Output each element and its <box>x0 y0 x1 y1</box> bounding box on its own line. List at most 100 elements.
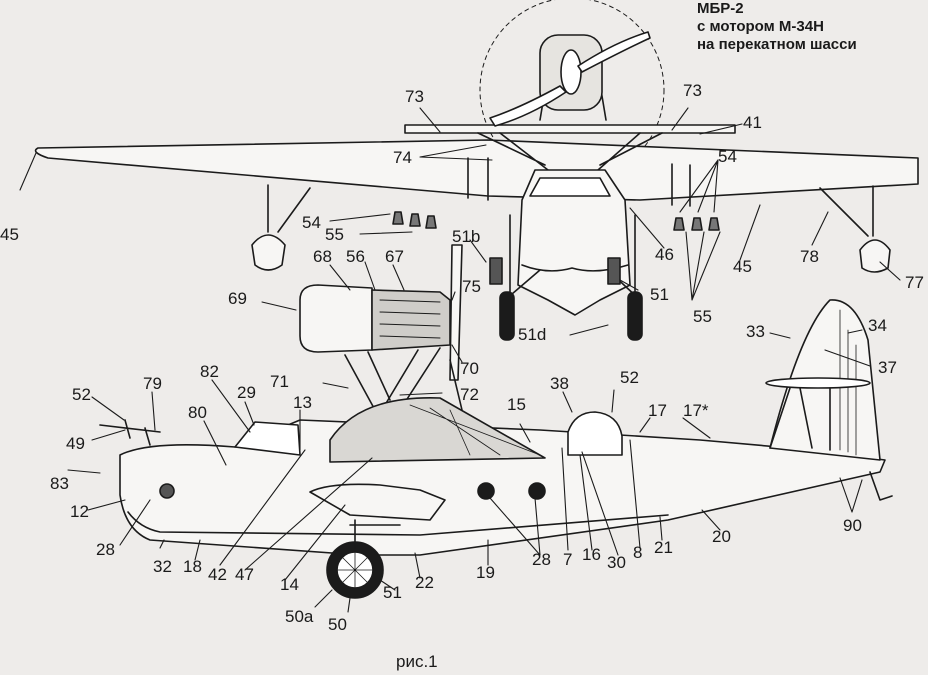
callout-label: 83 <box>50 474 69 493</box>
callout-label: 72 <box>460 385 479 404</box>
callout-label: 77 <box>905 273 924 292</box>
front-gear-shock-left <box>489 257 503 285</box>
front-hull-windscreen <box>529 177 611 197</box>
callout-label: 28 <box>532 550 551 569</box>
leader-lines <box>19 107 901 613</box>
engine-radiator-side <box>299 284 373 353</box>
callout-label: 15 <box>507 395 526 414</box>
callout-label: 73 <box>405 87 424 106</box>
callout-label: 18 <box>183 557 202 576</box>
side-turret <box>567 411 623 456</box>
callout-label: 54 <box>302 213 321 232</box>
callout-label: 55 <box>325 225 344 244</box>
callout-label: 19 <box>476 563 495 582</box>
front-wheel-left <box>499 291 515 341</box>
front-bombs-right <box>673 217 720 231</box>
callout-label: 17* <box>683 401 709 420</box>
callout-label: 45 <box>733 257 752 276</box>
callout-label: 55 <box>693 307 712 326</box>
callout-label: 38 <box>550 374 569 393</box>
side-wing-hatch <box>409 404 541 456</box>
callout-label: 50 <box>328 615 347 634</box>
front-bombs-left <box>392 211 437 229</box>
callout-label: 74 <box>393 148 412 167</box>
callout-label: 46 <box>655 245 674 264</box>
callout-label: 8 <box>633 543 642 562</box>
front-upper-bar <box>404 124 736 134</box>
callout-label: 7 <box>563 550 572 569</box>
front-engine-spinner <box>560 49 582 95</box>
side-wing-root <box>329 397 546 463</box>
side-view <box>99 299 893 599</box>
front-gear-shock-right <box>607 257 621 285</box>
callout-label: 14 <box>280 575 299 594</box>
front-left-float <box>251 234 286 271</box>
porthole-front <box>159 483 175 499</box>
callout-label: 28 <box>96 540 115 559</box>
callout-label: 49 <box>66 434 85 453</box>
callout-labels: 73 73 41 74 54 45 54 55 51b 46 45 78 77 … <box>0 81 924 634</box>
callout-label: 70 <box>460 359 479 378</box>
callout-label: 82 <box>200 362 219 381</box>
side-tail-struts <box>769 387 831 451</box>
callout-label: 68 <box>313 247 332 266</box>
callout-label: 32 <box>153 557 172 576</box>
callout-label: 56 <box>346 247 365 266</box>
front-left-float-strut <box>267 184 311 233</box>
callout-label: 33 <box>746 322 765 341</box>
engine-block <box>371 289 451 351</box>
front-wheel-right <box>627 291 643 341</box>
callout-label: 45 <box>0 225 19 244</box>
callout-label: 51 <box>650 285 669 304</box>
side-float <box>309 483 446 521</box>
callout-label: 41 <box>743 113 762 132</box>
callout-label: 20 <box>712 527 731 546</box>
porthole-mid-2 <box>528 482 546 500</box>
callout-label: 12 <box>70 502 89 521</box>
callout-label: 42 <box>208 565 227 584</box>
callout-label: 22 <box>415 573 434 592</box>
callout-label: 30 <box>607 553 626 572</box>
side-gear-leg <box>349 519 401 549</box>
callout-label: 37 <box>878 358 897 377</box>
callout-label: 34 <box>868 316 887 335</box>
engine-block-detail <box>379 299 441 339</box>
front-view <box>34 0 919 341</box>
side-nose-gun <box>99 419 161 446</box>
front-main-wing <box>34 139 919 201</box>
callout-label: 51b <box>452 227 480 246</box>
callout-label: 80 <box>188 403 207 422</box>
diagram-title: МБР-2 с мотором М-34Н на перекатном шасс… <box>697 0 857 54</box>
figure-caption: рис.1 <box>396 652 438 671</box>
callout-label: 51 <box>383 583 402 602</box>
engine-detail <box>299 244 463 411</box>
callout-label: 67 <box>385 247 404 266</box>
side-wheel-spokes <box>336 551 374 589</box>
callout-label: 52 <box>72 385 91 404</box>
callout-label: 69 <box>228 289 247 308</box>
front-wing-struts <box>467 157 691 207</box>
callout-label: 78 <box>800 247 819 266</box>
front-landing-gear <box>504 214 641 301</box>
side-tailplane <box>765 377 871 389</box>
callout-label: 16 <box>582 545 601 564</box>
front-propeller <box>489 31 651 127</box>
porthole-mid-1 <box>477 482 495 500</box>
callout-label: 71 <box>270 372 289 391</box>
callout-label: 75 <box>462 277 481 296</box>
callout-label: 51d <box>518 325 546 344</box>
callout-label: 21 <box>654 538 673 557</box>
callout-label: 73 <box>683 81 702 100</box>
front-hull <box>517 169 631 316</box>
callout-label: 79 <box>143 374 162 393</box>
front-cabane-struts <box>477 59 663 171</box>
callout-label: 29 <box>237 383 256 402</box>
callout-label: 52 <box>620 368 639 387</box>
side-hull-chine <box>127 511 669 536</box>
callout-label: 13 <box>293 393 312 412</box>
callout-label: 17 <box>648 401 667 420</box>
title-line-1: МБР-2 <box>697 0 744 17</box>
callout-label: 54 <box>718 147 737 166</box>
callout-label: 90 <box>843 516 862 535</box>
callout-label: 50a <box>285 607 314 626</box>
